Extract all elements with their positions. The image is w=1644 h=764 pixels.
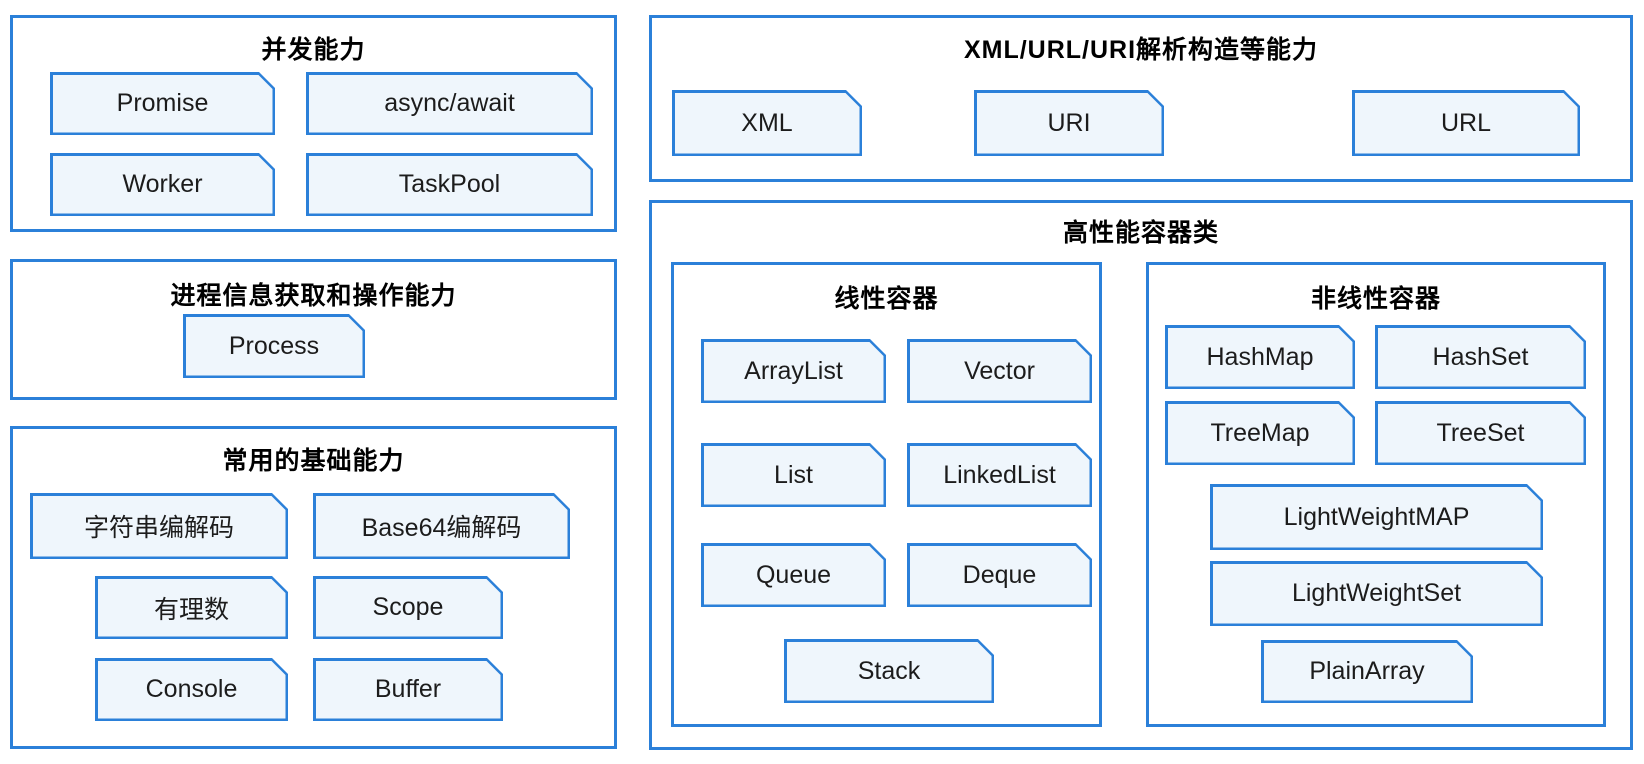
chip-treemap: TreeMap	[1165, 401, 1355, 465]
chip-label: URL	[1440, 108, 1491, 137]
chip-arraylist: ArrayList	[701, 339, 886, 403]
panel-concurrency: 并发能力 Promise async/await Worker TaskPool	[10, 15, 617, 232]
chip-label: TreeSet	[1436, 418, 1525, 447]
chip-label: Vector	[964, 356, 1035, 385]
chip-console: Console	[95, 658, 288, 721]
chip-hashset: HashSet	[1375, 325, 1586, 389]
chip-list: List	[701, 443, 886, 507]
chip-vector: Vector	[907, 339, 1092, 403]
chip-linkedlist: LinkedList	[907, 443, 1092, 507]
panel-basic-title: 常用的基础能力	[222, 447, 405, 475]
chip-xml: XML	[672, 90, 862, 156]
chip-label: Process	[228, 331, 320, 360]
chip-promise: Promise	[50, 72, 275, 135]
chip-string-codec: 字符串编解码	[30, 493, 288, 559]
chip-buffer: Buffer	[313, 658, 503, 721]
chip-label: URI	[1047, 108, 1091, 137]
panel-xml-url-uri-title: XML/URL/URI解析构造等能力	[963, 36, 1319, 64]
panel-concurrency-title: 并发能力	[261, 36, 366, 64]
chip-label: LightWeightMAP	[1283, 502, 1470, 531]
chip-lightweightset: LightWeightSet	[1210, 561, 1543, 626]
chip-label: LinkedList	[943, 460, 1056, 489]
chip-label: Buffer	[374, 675, 442, 703]
chip-label: HashMap	[1206, 342, 1314, 371]
chip-hashmap: HashMap	[1165, 325, 1355, 389]
panel-containers: 高性能容器类 线性容器 ArrayList Vector List Linked…	[649, 200, 1633, 750]
subpanel-nonlinear-containers: 非线性容器 HashMap HashSet TreeMap TreeSet Li…	[1146, 262, 1606, 727]
chip-taskpool: TaskPool	[306, 153, 593, 216]
chip-base64-codec: Base64编解码	[313, 493, 570, 559]
chip-worker: Worker	[50, 153, 275, 216]
chip-label: Deque	[962, 560, 1037, 589]
chip-deque: Deque	[907, 543, 1092, 607]
subpanel-linear-containers: 线性容器 ArrayList Vector List LinkedList Qu…	[671, 262, 1102, 727]
chip-label: Worker	[122, 170, 203, 198]
chip-label: TaskPool	[398, 170, 501, 198]
chip-label: Stack	[857, 656, 921, 685]
chip-label: List	[774, 460, 813, 489]
panel-basic: 常用的基础能力 字符串编解码 Base64编解码 有理数 Scope Conso…	[10, 426, 617, 749]
chip-async-await: async/await	[306, 72, 593, 135]
chip-label: 字符串编解码	[83, 514, 234, 542]
chip-label: TreeMap	[1210, 418, 1310, 447]
chip-treeset: TreeSet	[1375, 401, 1586, 465]
subpanel-linear-title: 线性容器	[834, 285, 939, 313]
chip-label: Scope	[372, 593, 444, 621]
chip-lightweightmap: LightWeightMAP	[1210, 484, 1543, 550]
chip-label: Console	[145, 675, 238, 703]
chip-label: HashSet	[1432, 342, 1529, 371]
chip-label: 有理数	[153, 595, 229, 624]
chip-process: Process	[183, 314, 365, 378]
subpanel-nonlinear-title: 非线性容器	[1310, 285, 1441, 313]
chip-label: XML	[741, 108, 793, 137]
chip-stack: Stack	[784, 639, 994, 703]
panel-containers-title: 高性能容器类	[1062, 219, 1219, 247]
chip-url: URL	[1352, 90, 1580, 156]
chip-plainarray: PlainArray	[1261, 640, 1473, 703]
chip-label: PlainArray	[1309, 657, 1425, 685]
panel-process-title: 进程信息获取和操作能力	[170, 282, 457, 310]
chip-label: LightWeightSet	[1291, 579, 1462, 607]
chip-label: Base64编解码	[361, 514, 522, 542]
chip-label: async/await	[384, 89, 515, 117]
chip-label: Queue	[755, 560, 832, 589]
chip-label: ArrayList	[744, 356, 843, 385]
chip-scope: Scope	[313, 576, 503, 639]
panel-xml-url-uri: XML/URL/URI解析构造等能力 XML URI URL	[649, 15, 1633, 182]
chip-label: Promise	[116, 89, 209, 117]
chip-queue: Queue	[701, 543, 886, 607]
chip-rational-number: 有理数	[95, 576, 288, 639]
chip-uri: URI	[974, 90, 1164, 156]
panel-process: 进程信息获取和操作能力 Process	[10, 259, 617, 400]
